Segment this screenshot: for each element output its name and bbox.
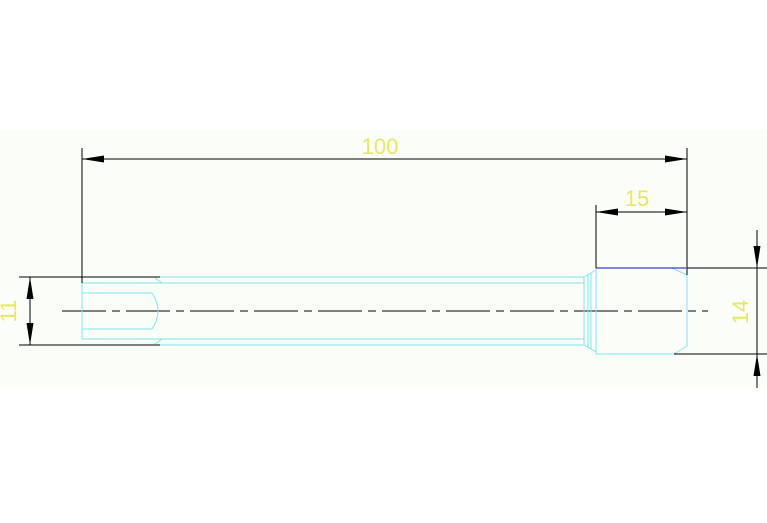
dimension-label-overall-length: 100: [362, 134, 399, 159]
dimension-label-head-length: 15: [625, 186, 649, 211]
dimension-label-shaft-diameter: 11: [0, 300, 21, 323]
drawing-area: [0, 130, 767, 387]
dimension-head-diameter: [674, 230, 767, 388]
dimension-label-head-diameter: 14: [728, 300, 753, 324]
dimension-shaft-diameter: [19, 276, 160, 346]
part-outline: [81, 267, 688, 355]
dimension-head-length: [595, 205, 688, 268]
hole-bottom-arc: [151, 292, 159, 330]
